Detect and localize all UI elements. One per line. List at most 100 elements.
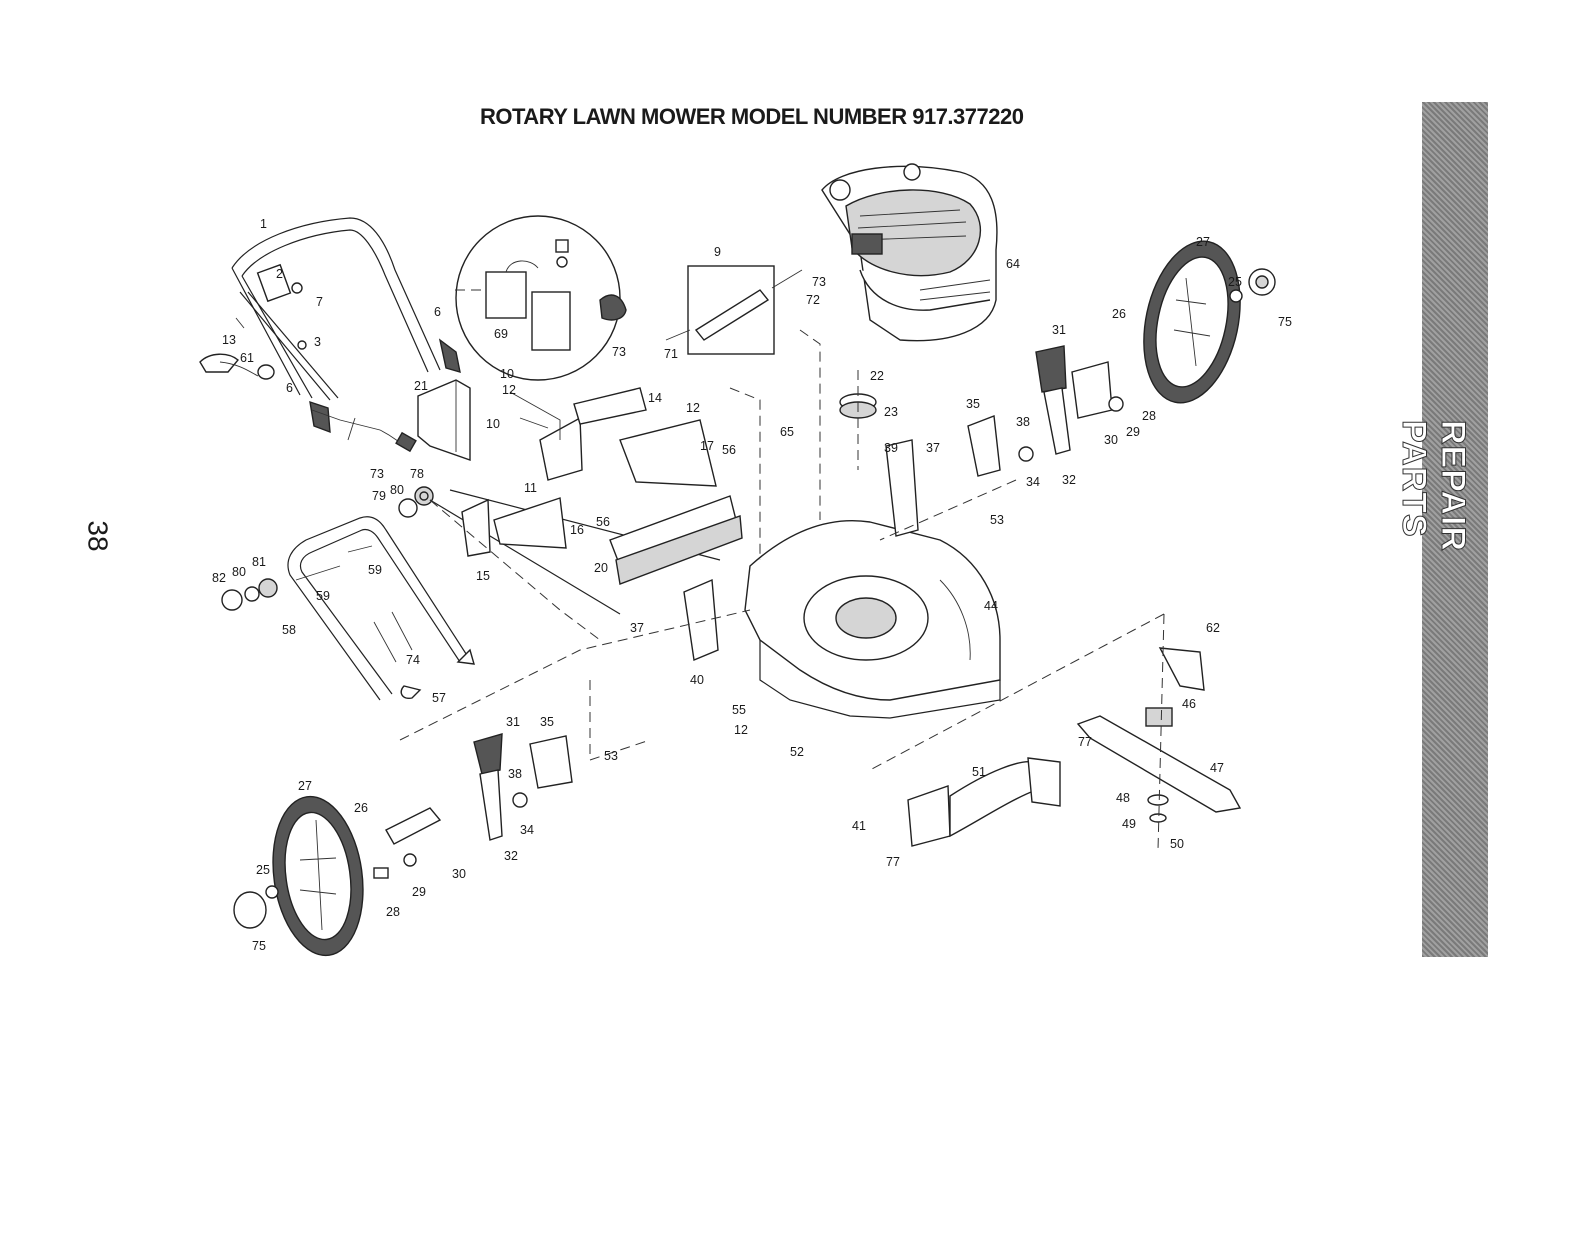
mower-deck xyxy=(744,519,1001,719)
control-box xyxy=(417,379,471,461)
callout: 46 xyxy=(1182,697,1196,711)
callout: 6 xyxy=(434,305,441,319)
callout: 30 xyxy=(452,867,466,881)
callout: 44 xyxy=(984,599,998,613)
callout: 7 xyxy=(316,295,323,309)
guide-line xyxy=(399,609,751,741)
callout: 20 xyxy=(594,561,608,575)
callout: 9 xyxy=(714,245,721,259)
callout: 1 xyxy=(260,217,267,231)
callout: 59 xyxy=(316,589,330,603)
guide-line xyxy=(799,329,821,520)
callout: 48 xyxy=(1116,791,1130,805)
callout: 25 xyxy=(256,863,270,877)
callout: 3 xyxy=(314,335,321,349)
callout: 10 xyxy=(486,417,500,431)
callout: 49 xyxy=(1122,817,1136,831)
page-title: ROTARY LAWN MOWER MODEL NUMBER 917.37722… xyxy=(480,104,1024,129)
callout: 77 xyxy=(1078,735,1092,749)
callout: 23 xyxy=(884,405,898,419)
callout: 29 xyxy=(412,885,426,899)
callout: 80 xyxy=(390,483,404,497)
callout: 35 xyxy=(540,715,554,729)
callout: 77 xyxy=(886,855,900,869)
callout: 32 xyxy=(1062,473,1076,487)
callout: 10 xyxy=(500,367,514,381)
side-discharge-baffle xyxy=(907,757,1061,847)
callout-labels: 1 2 7 13 3 61 6 6 73 69 21 78 79 80 82 8… xyxy=(212,217,1292,953)
callout: 51 xyxy=(972,765,986,779)
callout: 38 xyxy=(1016,415,1030,429)
callout: 34 xyxy=(1026,475,1040,489)
callout: 32 xyxy=(504,849,518,863)
callout: 50 xyxy=(1170,837,1184,851)
callout: 16 xyxy=(570,523,584,537)
callout: 12 xyxy=(734,723,748,737)
battery-inset xyxy=(455,215,627,381)
lower-handle xyxy=(287,516,475,701)
callout: 26 xyxy=(1112,307,1126,321)
callout: 69 xyxy=(494,327,508,341)
callout: 72 xyxy=(806,293,820,307)
callout: 34 xyxy=(520,823,534,837)
callout: 40 xyxy=(690,673,704,687)
callout: 73 xyxy=(812,275,826,289)
callout: 80 xyxy=(232,565,246,579)
callout: 6 xyxy=(286,381,293,395)
callout: 62 xyxy=(1206,621,1220,635)
callout: 53 xyxy=(990,513,1004,527)
callout: 22 xyxy=(870,369,884,383)
callout: 57 xyxy=(432,691,446,705)
callout: 55 xyxy=(732,703,746,717)
callout: 25 xyxy=(1228,275,1242,289)
callout: 28 xyxy=(1142,409,1156,423)
callout: 78 xyxy=(410,467,424,481)
section-tab xyxy=(1422,102,1488,957)
guide-line xyxy=(729,387,761,560)
callout: 47 xyxy=(1210,761,1224,775)
callout: 17 xyxy=(700,439,714,453)
callout: 37 xyxy=(630,621,644,635)
callout: 73 xyxy=(612,345,626,359)
callout: 65 xyxy=(780,425,794,439)
drive-pulley xyxy=(839,370,877,470)
callout: 39 xyxy=(884,441,898,455)
callout: 27 xyxy=(298,779,312,793)
callout: 12 xyxy=(502,383,516,397)
hardware-washers xyxy=(221,486,434,611)
callout: 64 xyxy=(1006,257,1020,271)
callout: 56 xyxy=(722,443,736,457)
upper-handle xyxy=(199,217,461,453)
callout: 2 xyxy=(276,267,283,281)
callout: 74 xyxy=(406,653,420,667)
left-front-wheel xyxy=(233,795,442,957)
section-tab-label: REPAIR PARTS xyxy=(1395,420,1473,553)
callout: 82 xyxy=(212,571,226,585)
callout: 30 xyxy=(1104,433,1118,447)
callout: 14 xyxy=(648,391,662,405)
callout: 52 xyxy=(790,745,804,759)
callout: 81 xyxy=(252,555,266,569)
callout: 13 xyxy=(222,333,236,347)
callout: 15 xyxy=(476,569,490,583)
callout: 53 xyxy=(604,749,618,763)
rear-frame xyxy=(429,387,743,641)
right-height-adjuster xyxy=(879,345,1124,541)
right-rear-wheel xyxy=(1143,240,1276,404)
callout: 73 xyxy=(370,467,384,481)
callout: 28 xyxy=(386,905,400,919)
rear-flap-inset xyxy=(665,265,803,355)
callout: 75 xyxy=(252,939,266,953)
callout: 12 xyxy=(686,401,700,415)
blade-assembly xyxy=(869,613,1242,851)
left-height-adjuster xyxy=(473,578,719,841)
engine xyxy=(821,163,998,342)
callout: 31 xyxy=(1052,323,1066,337)
callout: 59 xyxy=(368,563,382,577)
callout: 58 xyxy=(282,623,296,637)
callout: 27 xyxy=(1196,235,1210,249)
callout: 35 xyxy=(966,397,980,411)
callout: 38 xyxy=(508,767,522,781)
callout: 31 xyxy=(506,715,520,729)
callout: 11 xyxy=(524,481,537,495)
